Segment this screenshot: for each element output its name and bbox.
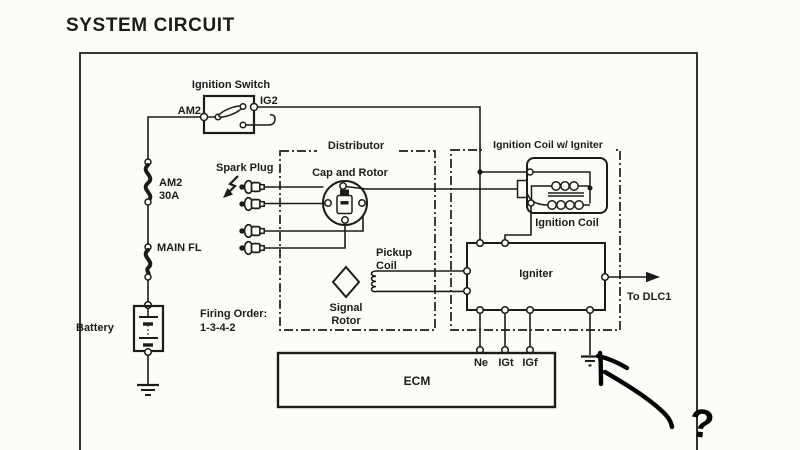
ignition-coil-label: Ignition Coil <box>535 217 599 229</box>
distributor-section: Distributor Cap and Rotor Pickup Coil Si… <box>200 139 518 334</box>
ground-icon-battery <box>137 383 159 396</box>
signal-rotor-icon <box>331 265 361 299</box>
igniter-label: Igniter <box>519 268 553 280</box>
main-fl-label: MAIN FL <box>157 242 202 254</box>
fuse-am2-label-line2: 30A <box>159 190 179 202</box>
ecm-terminal-ne-label: Ne <box>474 357 488 369</box>
distributor-label: Distributor <box>328 140 385 152</box>
fusible-link-main-fl-icon <box>143 243 153 281</box>
question-mark-annotation: ? <box>687 401 716 447</box>
plug4-wire <box>264 225 346 249</box>
fuse-am2-icon <box>143 158 153 206</box>
battery-icon <box>132 300 165 357</box>
coil-to-igniter-wire <box>504 206 532 240</box>
high-tension-wire <box>345 185 518 190</box>
lightning-icon <box>223 175 239 198</box>
cap-and-rotor-label: Cap and Rotor <box>312 167 388 179</box>
ignition-coil-icon <box>516 157 608 214</box>
ecm-terminal-igf-label: IGf <box>522 357 538 369</box>
unused-terminal-pigtail <box>257 114 276 126</box>
coil-igniter-section: Ignition Coil w/ Igniter Ignition Coil <box>450 137 671 367</box>
firing-order-label-line2: 1-3-4-2 <box>200 322 235 334</box>
fuse-am2-label-line1: AM2 <box>159 177 182 189</box>
terminal-ig2-label: IG2 <box>260 95 278 107</box>
ignition-switch-icon <box>199 94 276 135</box>
ground-icon-igniter <box>581 355 599 367</box>
marker-arrowhead-barb <box>595 353 630 371</box>
power-feed-section: AM2 30A MAIN FL Battery <box>76 79 527 396</box>
to-dlc1-arrow-icon <box>608 271 660 283</box>
spark-plug-label: Spark Plug <box>216 162 273 174</box>
plug3-wire <box>264 216 364 232</box>
coil-igniter-dashed-box <box>450 149 621 331</box>
battery-label: Battery <box>76 322 115 334</box>
ecm-section: Ne IGt IGf ECM <box>276 345 557 409</box>
ecm-box <box>276 351 557 409</box>
ecm-terminal-igt-label: IGt <box>498 357 514 369</box>
distributor-dashed-box <box>279 150 436 331</box>
terminal-am2-label: AM2 <box>178 105 201 117</box>
pickup-coil-label-line1: Pickup <box>376 247 412 259</box>
marker-arrow-tail <box>602 369 675 430</box>
spark-plugs-section: Spark Plug <box>216 162 364 256</box>
ecm-label: ECM <box>404 374 431 388</box>
pickup-coil-label-line2: Coil <box>376 260 397 272</box>
signal-rotor-label-line2: Rotor <box>331 315 361 327</box>
signal-rotor-label-line1: Signal <box>329 302 362 314</box>
firing-order-label-line1: Firing Order: <box>200 308 267 320</box>
pickup-coil-icon <box>370 270 377 293</box>
page-title: SYSTEM CIRCUIT <box>66 15 235 36</box>
coil-igniter-label: Ignition Coil w/ Igniter <box>493 139 603 151</box>
cap-and-rotor-icon <box>322 180 368 226</box>
ig2-feed-wire <box>257 106 481 240</box>
to-dlc1-label: To DLC1 <box>627 291 671 303</box>
diagram-outer-border <box>79 52 698 450</box>
hand-drawn-annotation: ? <box>595 350 716 447</box>
ignition-switch-label: Ignition Switch <box>192 79 270 91</box>
